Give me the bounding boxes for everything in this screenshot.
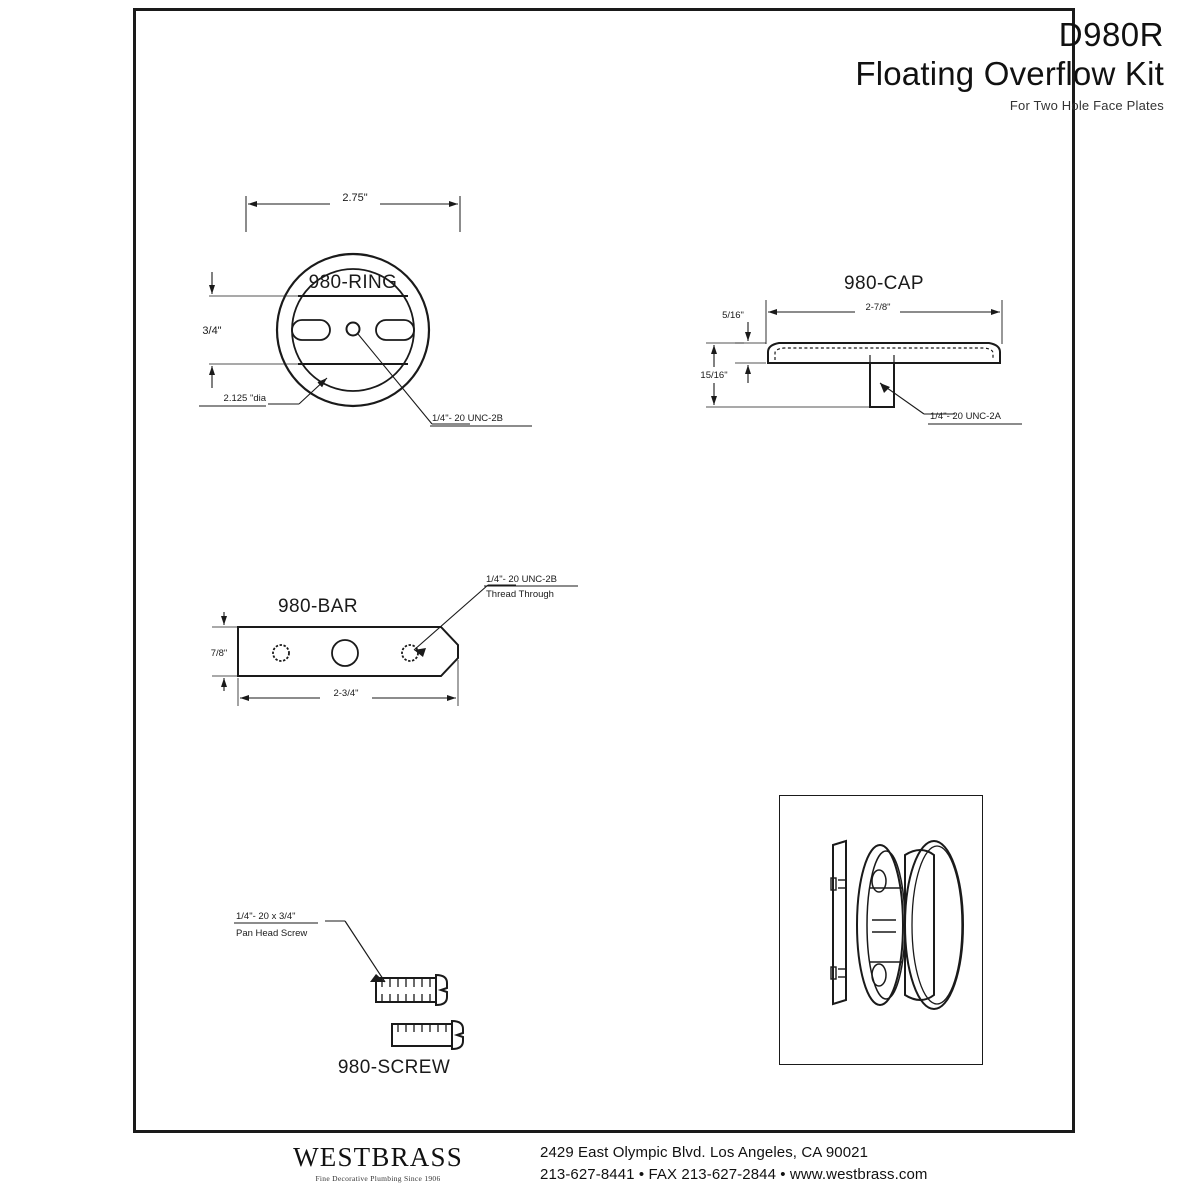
company-address: 2429 East Olympic Blvd. Los Angeles, CA …: [540, 1144, 869, 1161]
page-title-part-number: D980R: [1058, 16, 1164, 53]
title-block: D980R Floating Overflow Kit For Two Hole…: [855, 18, 1164, 112]
brand-logo: WESTBRASS Fine Decorative Plumbing Since…: [283, 1142, 473, 1184]
page-title-product-name: Floating Overflow Kit: [855, 55, 1164, 92]
company-phone-web: 213-627-8441 • FAX 213-627-2844 • www.we…: [540, 1165, 928, 1183]
brand-name: WESTBRASS: [293, 1142, 463, 1172]
page-subtitle: For Two Hole Face Plates: [1009, 98, 1164, 113]
page-footer: WESTBRASS Fine Decorative Plumbing Since…: [0, 1140, 1200, 1200]
assembly-illustration-box: [779, 795, 983, 1065]
brand-tagline: Fine Decorative Plumbing Since 1906: [315, 1174, 441, 1183]
company-contact-info: 2429 East Olympic Blvd. Los Angeles, CA …: [540, 1142, 1010, 1186]
